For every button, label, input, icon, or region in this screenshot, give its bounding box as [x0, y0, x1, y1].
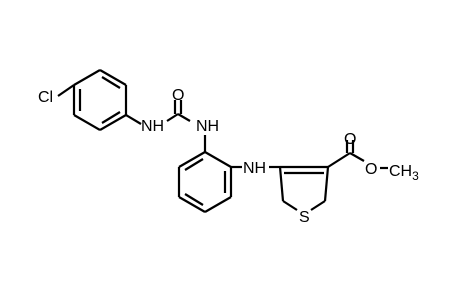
- chlorophenyl-ring: [72, 69, 128, 131]
- bond-nh-carbonyl: [166, 113, 179, 122]
- bond-c-cl: [57, 84, 75, 97]
- double-bond-inner: [101, 76, 121, 89]
- methyl-subscript: 3: [412, 169, 419, 183]
- methyl-ch-text: CH: [389, 163, 412, 180]
- bond: [310, 200, 326, 211]
- phenylene-ring: [177, 151, 233, 213]
- methyl-label: CH3: [389, 163, 419, 183]
- bond: [178, 151, 206, 168]
- bond-carbonyl-nh: [177, 113, 191, 122]
- bond: [323, 166, 330, 202]
- double-bond-inner: [184, 193, 204, 206]
- urea-nh-left-label: NH: [141, 118, 164, 135]
- ester-oxygen-label: O: [365, 161, 377, 178]
- dihydrothiophene-ring: [278, 165, 330, 211]
- bond: [278, 166, 285, 202]
- bond: [204, 151, 232, 168]
- sulfur-label: S: [299, 209, 310, 226]
- aniline-nh-label: NH: [243, 160, 266, 177]
- bond: [73, 114, 101, 131]
- double-bond-inner: [184, 158, 204, 171]
- bond-ring-nh: [125, 114, 142, 125]
- chlorine-label: Cl: [38, 89, 53, 106]
- double-bond-inner: [101, 111, 121, 124]
- bond-ring-ester: [327, 152, 351, 168]
- urea-nh-right-label: NH: [196, 118, 219, 135]
- bond: [99, 114, 127, 131]
- bond-carbonyl-ester-oxygen: [349, 152, 365, 162]
- urea-carbonyl-oxygen-label: O: [172, 87, 184, 104]
- bond: [204, 196, 232, 213]
- ester-carbonyl-oxygen-label: O: [344, 131, 356, 148]
- bond: [73, 69, 101, 86]
- bond: [178, 196, 206, 213]
- bond: [282, 200, 298, 211]
- bond: [99, 69, 127, 86]
